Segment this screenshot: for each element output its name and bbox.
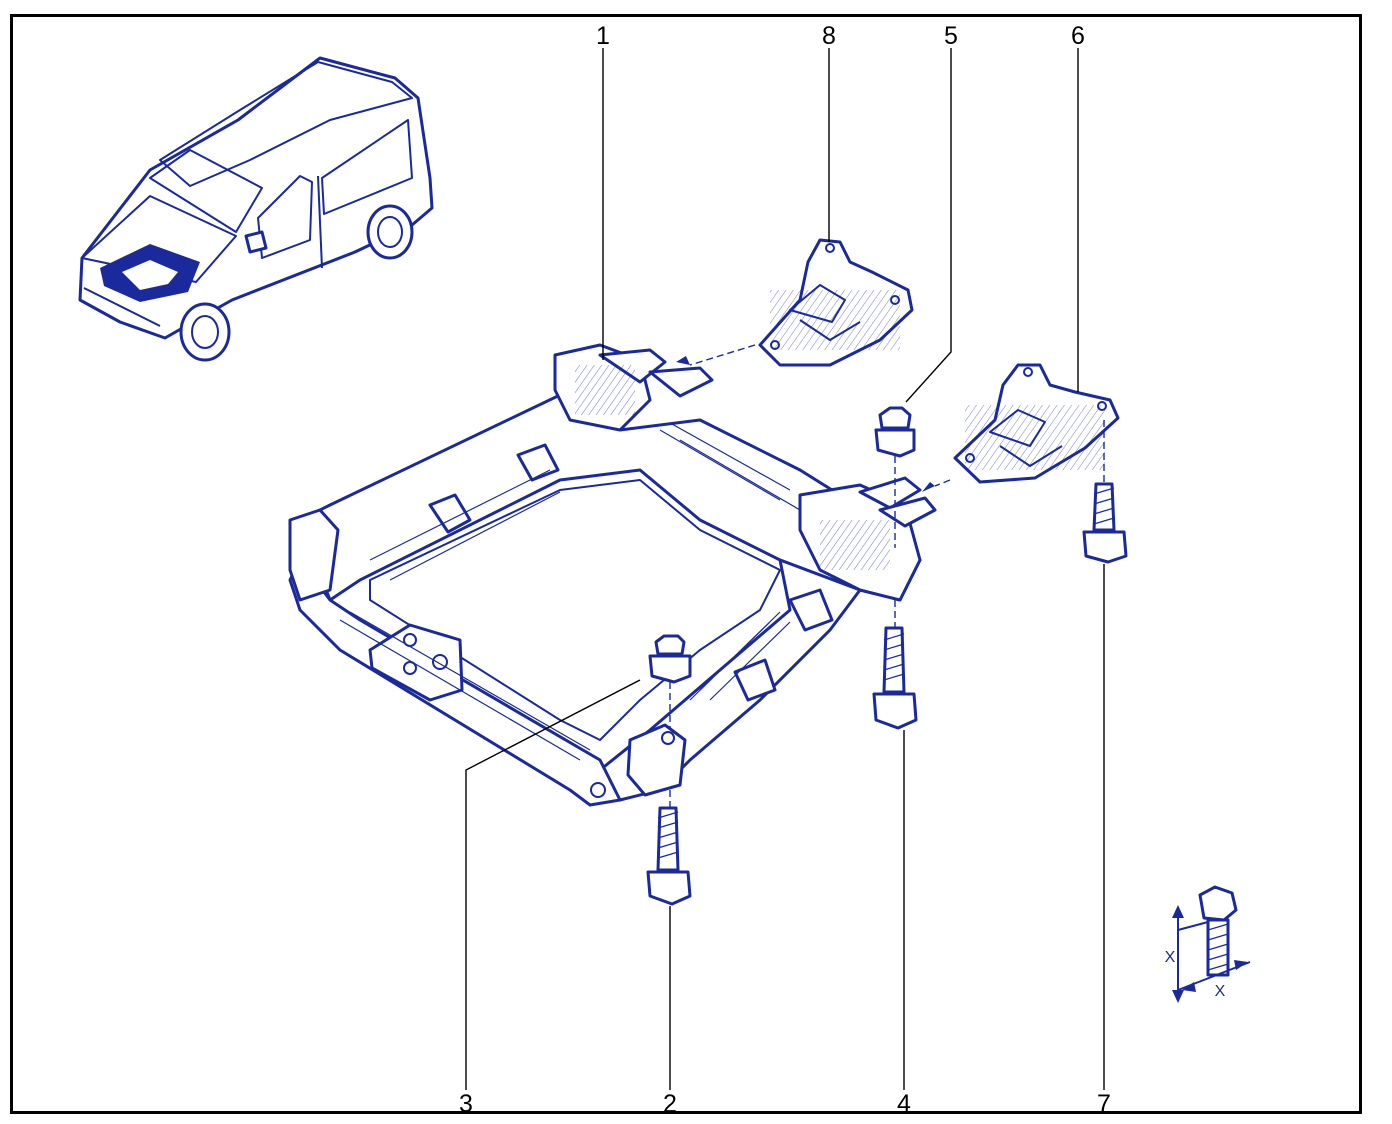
assembly-path-8 xyxy=(689,344,756,366)
mount-bracket-left xyxy=(758,238,914,367)
gauge-label-x-vertical: X xyxy=(1165,949,1176,966)
leader-3 xyxy=(465,679,641,1090)
arrow-head-6 xyxy=(922,482,935,492)
callout-2: 2 xyxy=(663,1090,677,1118)
bolt-2 xyxy=(646,806,692,906)
assembly-path-6 xyxy=(934,479,951,487)
mount-bracket-right xyxy=(953,363,1120,484)
callout-5: 5 xyxy=(944,22,958,50)
leader-lines xyxy=(465,48,1105,1090)
callout-1: 1 xyxy=(596,22,610,50)
thread-length-gauge xyxy=(1172,885,1251,1003)
callout-7: 7 xyxy=(1097,1090,1111,1118)
nut-5 xyxy=(874,406,916,458)
bolt-4 xyxy=(872,626,918,730)
subframe-crossmember xyxy=(288,343,937,807)
arrow-head-8 xyxy=(676,356,690,365)
bolt-7 xyxy=(1082,482,1128,564)
callout-3: 3 xyxy=(459,1090,473,1118)
callout-8: 8 xyxy=(822,22,836,50)
callout-4: 4 xyxy=(897,1090,911,1118)
diagram-frame xyxy=(10,14,1362,1114)
van-illustration xyxy=(78,56,434,362)
leader-5 xyxy=(905,48,952,403)
nut-3 xyxy=(648,634,692,684)
callout-6: 6 xyxy=(1071,22,1085,50)
gauge-label-x-horizontal: X xyxy=(1215,983,1226,1000)
